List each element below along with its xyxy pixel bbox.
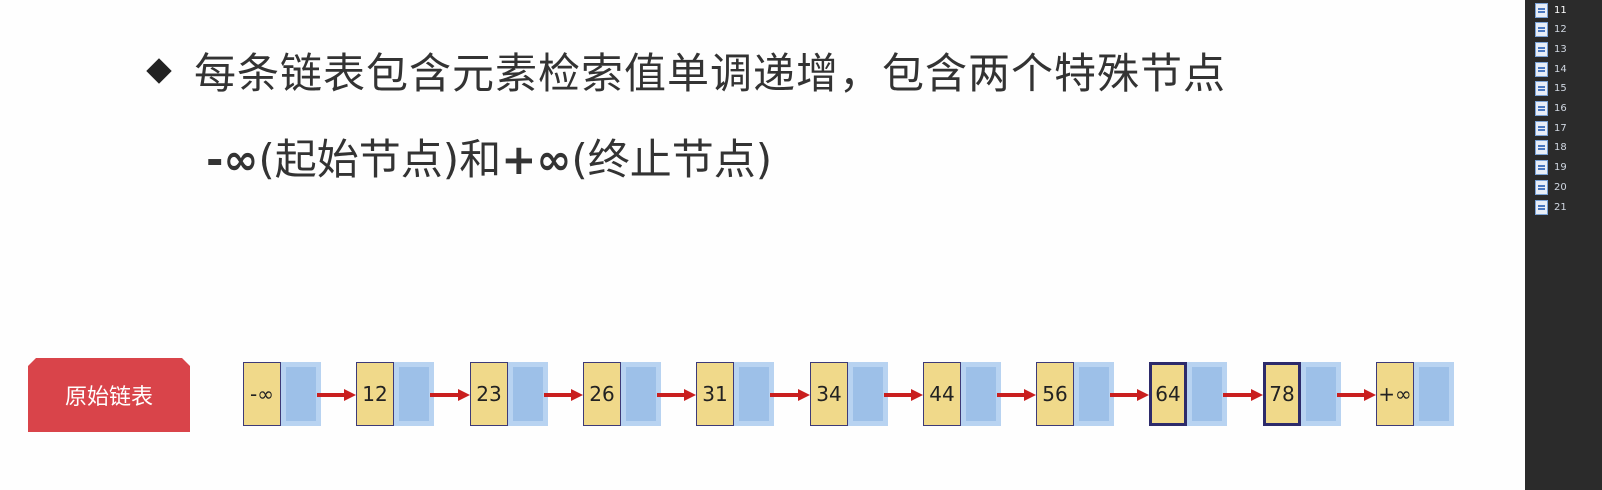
node-key: +∞	[1376, 362, 1414, 426]
node-key: 31	[696, 362, 734, 426]
slide-thumbnail-item[interactable]: 14	[1535, 61, 1567, 77]
next-pointer-arrow	[770, 389, 810, 401]
list-node: 31	[696, 362, 774, 426]
slide-number: 19	[1554, 162, 1567, 174]
next-pointer-arrow	[317, 389, 356, 401]
next-pointer-arrow	[1110, 389, 1149, 401]
slide-file-icon	[1535, 81, 1548, 97]
node-pointer	[1074, 362, 1114, 426]
list-node: 44	[923, 362, 1001, 426]
pos-infinity-text: +∞	[501, 135, 572, 184]
node-pointer	[734, 362, 774, 426]
list-node: 78	[1263, 362, 1341, 426]
node-pointer	[1414, 362, 1454, 426]
slide-file-icon	[1535, 22, 1548, 38]
next-pointer-arrow	[884, 389, 923, 401]
slide-file-icon	[1535, 101, 1548, 116]
node-key: 26	[583, 362, 621, 426]
slide-number: 13	[1554, 43, 1567, 55]
bullet-line: 每条链表包含元素检索值单调递增，包含两个特殊节点	[140, 40, 1226, 101]
list-node: +∞	[1376, 362, 1454, 426]
slide-thumbnail-panel: 11 12 13 14 15 16 17 18 19 20 21	[1525, 0, 1602, 490]
slide-file-icon	[1535, 61, 1548, 77]
slide-number: 16	[1554, 103, 1567, 114]
node-pointer	[281, 362, 321, 426]
list-node: 26	[583, 362, 661, 426]
list-node: -∞	[243, 362, 321, 426]
node-pointer	[508, 362, 548, 426]
start-node-text: (起始节点)和	[258, 135, 502, 184]
slide-number: 14	[1554, 63, 1567, 75]
slide-thumbnail-item[interactable]: 13	[1535, 41, 1567, 57]
slide-thumbnail-item[interactable]: 19	[1535, 160, 1567, 176]
slide-thumbnail-item[interactable]: 21	[1535, 199, 1567, 215]
node-key: 12	[356, 362, 394, 426]
slide-number: 21	[1554, 201, 1567, 213]
node-pointer	[848, 362, 888, 426]
slide-thumbnail-item[interactable]: 15	[1535, 81, 1567, 97]
diamond-bullet-icon	[146, 58, 172, 84]
list-node: 12	[356, 362, 434, 426]
slide-canvas: 每条链表包含元素检索值单调递增，包含两个特殊节点 -∞(起始节点)和+∞(终止节…	[0, 0, 1560, 490]
slide-file-icon	[1535, 179, 1548, 195]
slide-thumbnail-item[interactable]: 11	[1535, 2, 1567, 18]
slide-number: 11	[1554, 4, 1567, 16]
neg-infinity-text: -∞	[206, 135, 259, 184]
list-node: 56	[1036, 362, 1114, 426]
slide-thumbnail-item[interactable]: 17	[1535, 120, 1567, 136]
slide-number: 17	[1554, 122, 1567, 134]
list-node: 23	[470, 362, 548, 426]
node-key: 34	[810, 362, 848, 426]
node-pointer	[961, 362, 1001, 426]
node-key: 23	[470, 362, 508, 426]
node-key: -∞	[243, 362, 281, 426]
next-pointer-arrow	[997, 389, 1036, 401]
end-node-text: (终止节点)	[571, 135, 773, 184]
node-pointer	[621, 362, 661, 426]
node-key: 78	[1263, 362, 1301, 426]
node-pointer	[1301, 362, 1341, 426]
slide-file-icon	[1535, 199, 1548, 215]
slide-number: 15	[1554, 83, 1567, 95]
next-pointer-arrow	[544, 389, 583, 401]
special-nodes-text: -∞(起始节点)和+∞(终止节点)	[206, 126, 772, 187]
slide-number: 18	[1554, 142, 1567, 154]
slide-file-icon	[1535, 140, 1548, 156]
slide-thumbnail-item[interactable]: 18	[1535, 140, 1567, 156]
slide-thumbnail-item[interactable]: 20	[1535, 179, 1567, 195]
bullet-text: 每条链表包含元素检索值单调递增，包含两个特殊节点	[194, 49, 1227, 98]
slide-file-icon	[1535, 41, 1548, 57]
list-node: 64	[1149, 362, 1227, 426]
next-pointer-arrow	[1223, 389, 1263, 401]
next-pointer-arrow	[657, 389, 696, 401]
original-list-label: 原始链表	[28, 358, 190, 432]
slide-thumbnail-item[interactable]: 12	[1535, 22, 1567, 38]
node-key: 44	[923, 362, 961, 426]
slide-file-icon	[1535, 2, 1548, 18]
node-pointer	[1187, 362, 1227, 426]
list-node: 34	[810, 362, 888, 426]
next-pointer-arrow	[430, 389, 470, 401]
slide-number: 12	[1554, 24, 1567, 36]
slide-thumbnail-item[interactable]: 16	[1535, 101, 1567, 117]
slide-file-icon	[1535, 120, 1548, 136]
next-pointer-arrow	[1337, 389, 1376, 401]
node-key: 64	[1149, 362, 1187, 426]
slide-number: 20	[1554, 181, 1567, 193]
slide-file-icon	[1535, 160, 1548, 176]
node-key: 56	[1036, 362, 1074, 426]
node-pointer	[394, 362, 434, 426]
